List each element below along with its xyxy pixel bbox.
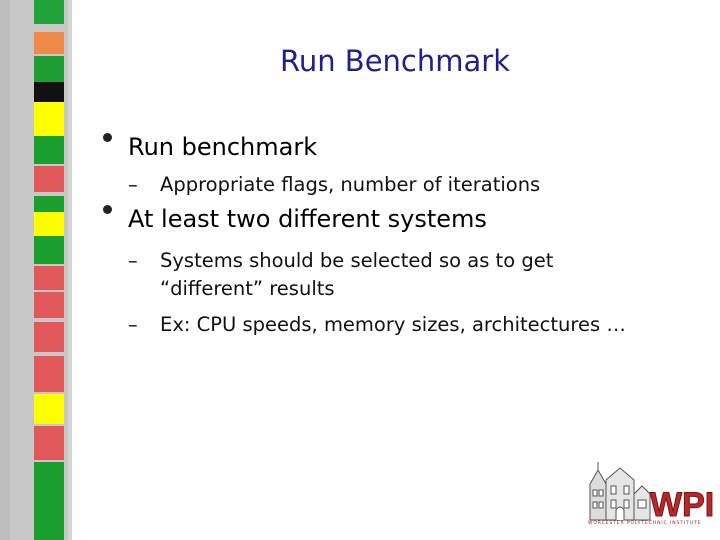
sub-bullet: – Systems should be selected so as to ge… xyxy=(128,249,554,272)
bullet-dot xyxy=(103,205,112,214)
stripe-block xyxy=(34,32,64,54)
stripe-block xyxy=(34,82,64,102)
stripe-block xyxy=(34,136,64,164)
stripe-block xyxy=(34,394,64,424)
bullet-heading: At least two different systems xyxy=(128,205,487,233)
slide-title: Run Benchmark xyxy=(279,44,510,78)
decorative-stripe xyxy=(0,0,72,540)
building-icon xyxy=(589,462,651,521)
sub-bullet-text: Systems should be selected so as to get xyxy=(160,249,554,272)
sub-bullet-continuation: “different” results xyxy=(160,277,335,300)
stripe-block xyxy=(34,56,64,82)
stripe-block xyxy=(34,356,64,392)
sub-bullet: – Appropriate flags, number of iteration… xyxy=(128,173,541,196)
bullet-dot xyxy=(103,133,112,142)
stripe-block xyxy=(34,266,64,290)
sub-bullet-dash: – xyxy=(128,249,138,272)
bullet-heading: Run benchmark xyxy=(128,133,318,161)
stripe-block xyxy=(34,166,64,192)
sub-bullet-text: Appropriate flags, number of iterations xyxy=(160,173,541,196)
stripe-block xyxy=(34,196,64,212)
stripe-block xyxy=(34,0,64,24)
stripe-block xyxy=(34,322,64,352)
sub-bullet-dash: – xyxy=(128,173,138,196)
sub-bullet-text: “different” results xyxy=(160,277,335,300)
stripe-border-right xyxy=(68,0,72,540)
logo-wordmark: WPI xyxy=(650,486,714,524)
stripe-block xyxy=(34,462,64,540)
logo-caption: WORCESTER POLYTECHNIC INSTITUTE xyxy=(588,521,702,526)
stripe-block xyxy=(34,426,64,460)
stripe-block xyxy=(34,292,64,318)
stripe-border-left xyxy=(0,0,10,540)
stripe-block xyxy=(34,102,64,136)
sub-bullet-text: Ex: CPU speeds, memory sizes, architectu… xyxy=(160,313,626,336)
sub-bullet-dash: – xyxy=(128,313,138,336)
wpi-logo: WPI xyxy=(589,462,715,525)
sub-bullet: – Ex: CPU speeds, memory sizes, architec… xyxy=(128,313,626,336)
stripe-block xyxy=(34,212,64,236)
stripe-block xyxy=(34,236,64,264)
